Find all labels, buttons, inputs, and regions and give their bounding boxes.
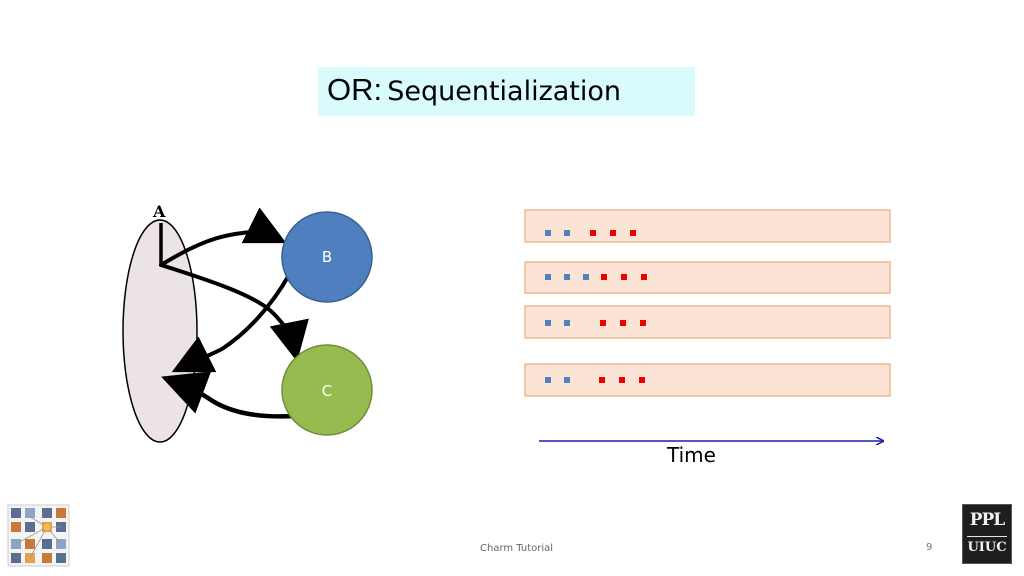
red-task-square [630,230,636,236]
blue-task-square [564,377,570,383]
blue-task-square [564,320,570,326]
blue-task-square [545,274,551,280]
title-main: Sequentialization [387,76,622,107]
title-prefix: OR: [327,72,383,107]
red-task-square [639,377,645,383]
processor-grid-logo-icon [7,504,70,567]
red-task-square [610,230,616,236]
red-task-square [640,320,646,326]
node-b-label: B [322,248,332,266]
red-task-square [619,377,625,383]
blue-task-square [545,320,551,326]
timeline-row-1 [524,261,891,294]
node-b-circle [281,211,373,303]
timeline-row-0 [524,209,891,243]
time-axis-label: Time [667,443,716,467]
red-task-square [590,230,596,236]
ppl-uiuc-logo: PPL UIUC [962,504,1012,564]
red-task-square [600,320,606,326]
timeline-bar [524,363,891,397]
blue-task-square [583,274,589,280]
red-task-square [599,377,605,383]
ppl-logo-divider [967,536,1007,537]
footer-text: Charm Tutorial [480,543,554,554]
red-task-square [601,274,607,280]
timeline-squares [545,377,645,383]
timeline-bar [524,209,891,243]
blue-task-square [545,377,551,383]
node-c-label: C [322,382,332,400]
ppl-logo-top-text: PPL [969,510,1006,530]
timeline-squares [545,230,636,236]
timeline-row-3 [524,363,891,397]
timeline-row-2 [524,305,891,339]
timeline-bar [524,261,891,294]
blue-task-square [564,230,570,236]
arrow-a-to-b [159,207,287,267]
timeline-squares [545,274,647,280]
page-number: 9 [926,542,933,553]
blue-task-square [564,274,570,280]
timeline-bar [524,305,891,339]
red-task-square [621,274,627,280]
node-a-label: A [152,202,166,221]
slide-title: OR: Sequentialization [318,67,695,116]
timeline-squares [545,320,646,326]
red-task-square [641,274,647,280]
ppl-logo-bottom-text: UIUC [967,540,1007,555]
red-task-square [620,320,626,326]
arrow-b-to-a [171,273,291,373]
node-c-circle [281,344,373,436]
blue-task-square [545,230,551,236]
arrow-c-to-a [161,371,298,419]
